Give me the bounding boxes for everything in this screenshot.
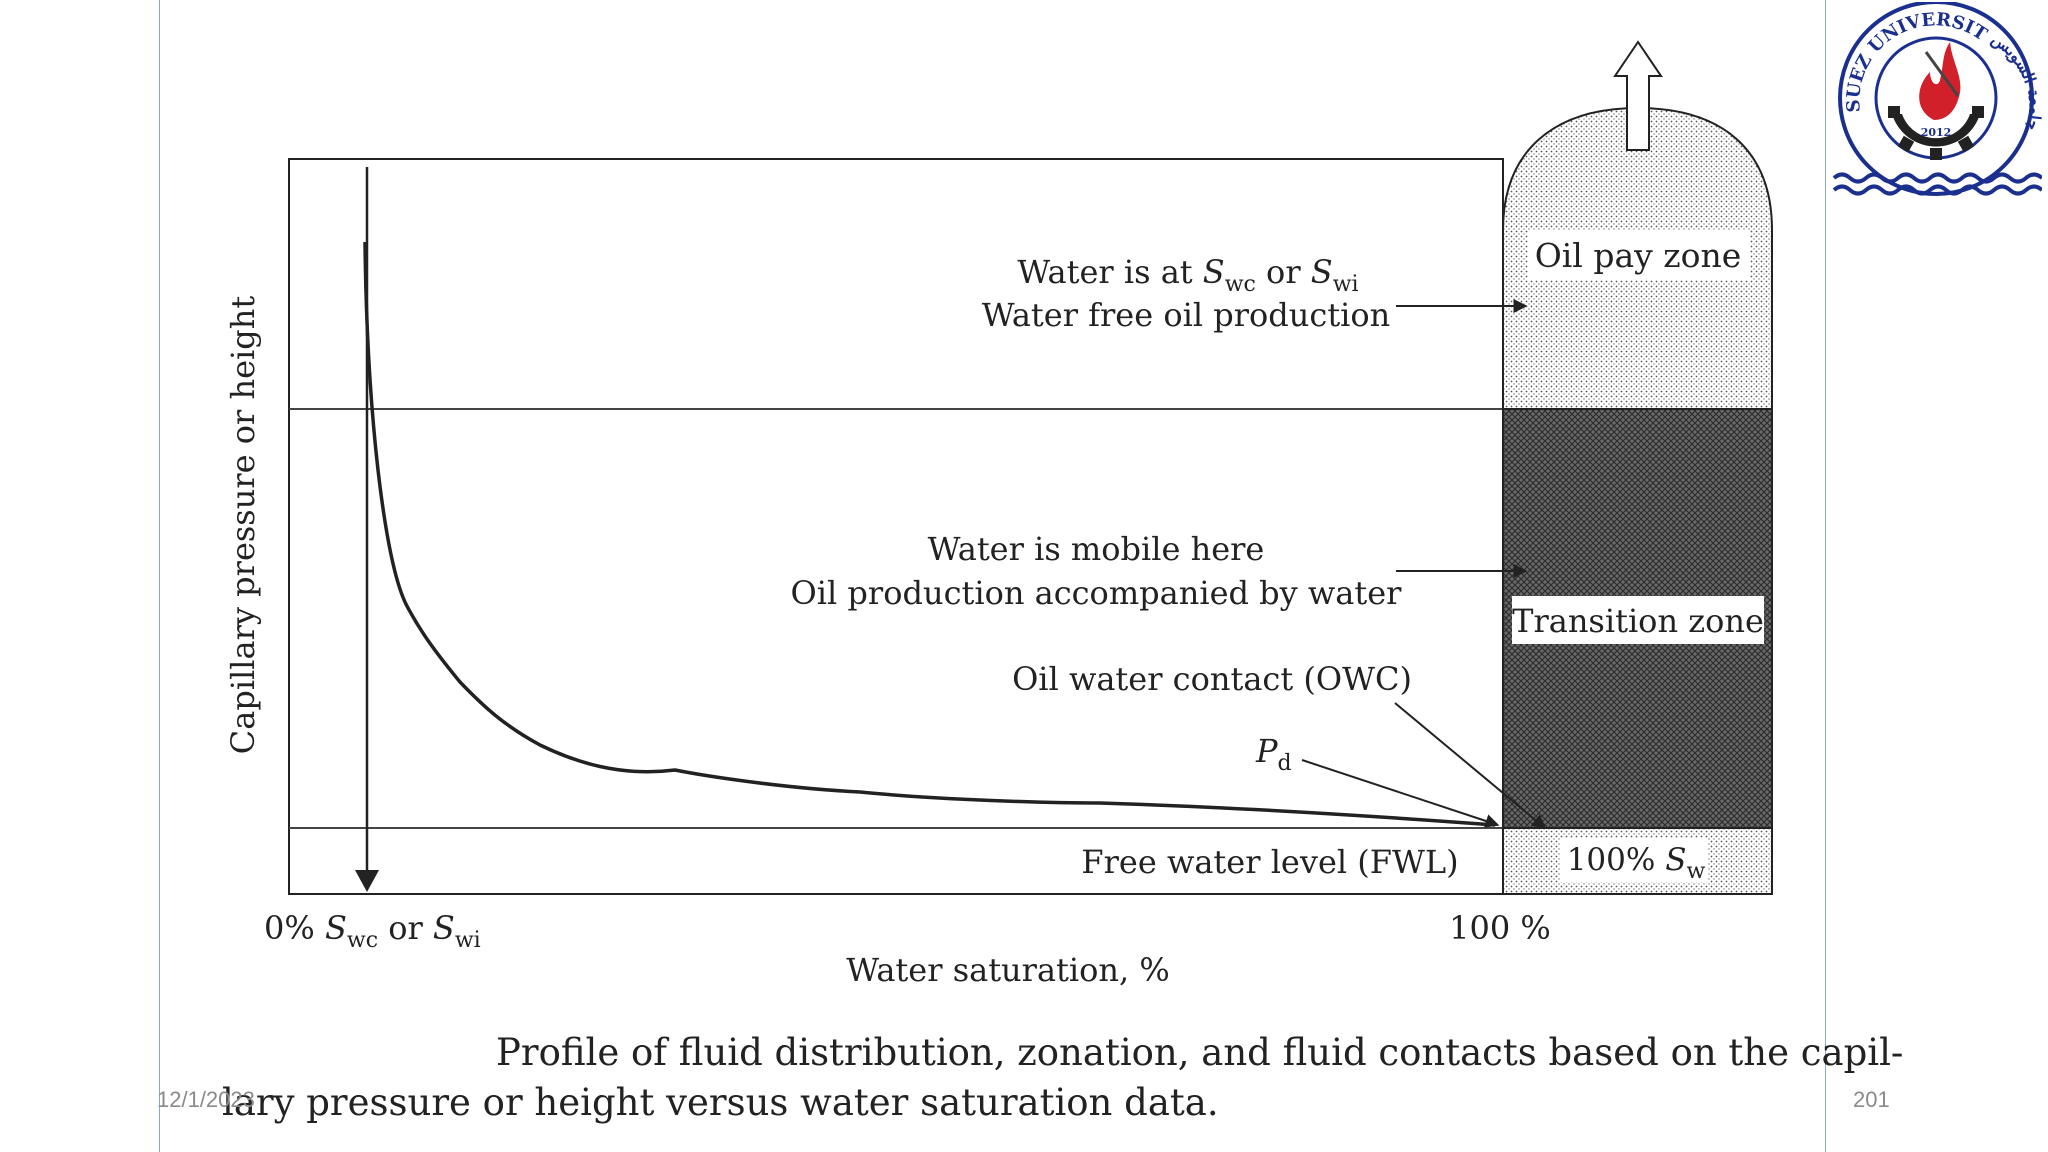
transition-label-bg xyxy=(1512,596,1764,644)
fwl-label: Free water level (FWL) xyxy=(1081,843,1458,881)
left-divider xyxy=(159,0,160,1152)
slide-page-number: 201 xyxy=(1853,1087,1890,1112)
oil-pay-label-bg xyxy=(1528,230,1750,280)
owc-label: Oil water contact (OWC) xyxy=(1012,660,1412,698)
svg-text:2012: 2012 xyxy=(1921,126,1952,139)
oil-pay-zone-label: Oil pay zone xyxy=(1535,236,1742,275)
pd-label: Pd xyxy=(1255,732,1292,776)
pd-arrow xyxy=(1301,759,1500,828)
x-right-tick-label: 100 % xyxy=(1449,909,1551,947)
slide-date: 12/1/2023 xyxy=(157,1087,255,1112)
capillary-curve xyxy=(363,241,1496,827)
water-zone-label: 100% Sw xyxy=(1567,842,1706,884)
suez-university-logo: SUEZ UNIVERSITY جامعة السويس 2012 xyxy=(1830,2,2042,196)
x-left-tick-label: 0% Swc or Swi xyxy=(264,909,481,953)
annotation-swc-line1: Water is at Swc or Swi xyxy=(1017,253,1358,297)
transition-zone-label: Transition zone xyxy=(1512,602,1764,640)
figure-caption-line1: Profile of fluid distribution, zonation,… xyxy=(496,1031,1904,1074)
owc-arrow xyxy=(1394,702,1547,829)
y-axis-label: Capillary pressure or height xyxy=(224,296,262,755)
right-divider xyxy=(1825,0,1826,1152)
annotation-swc-line2: Water free oil production xyxy=(982,296,1391,334)
figure-caption-line2: lary pressure or height versus water sat… xyxy=(222,1081,1219,1124)
x-axis-label: Water saturation, % xyxy=(846,951,1170,989)
annotation-mobile-line2: Oil production accompanied by water xyxy=(791,574,1403,612)
swc-arrowhead xyxy=(355,870,379,892)
annotation-mobile-line1: Water is mobile here xyxy=(928,530,1265,568)
production-up-arrow xyxy=(1613,40,1663,151)
water-label-bg xyxy=(1560,838,1708,882)
